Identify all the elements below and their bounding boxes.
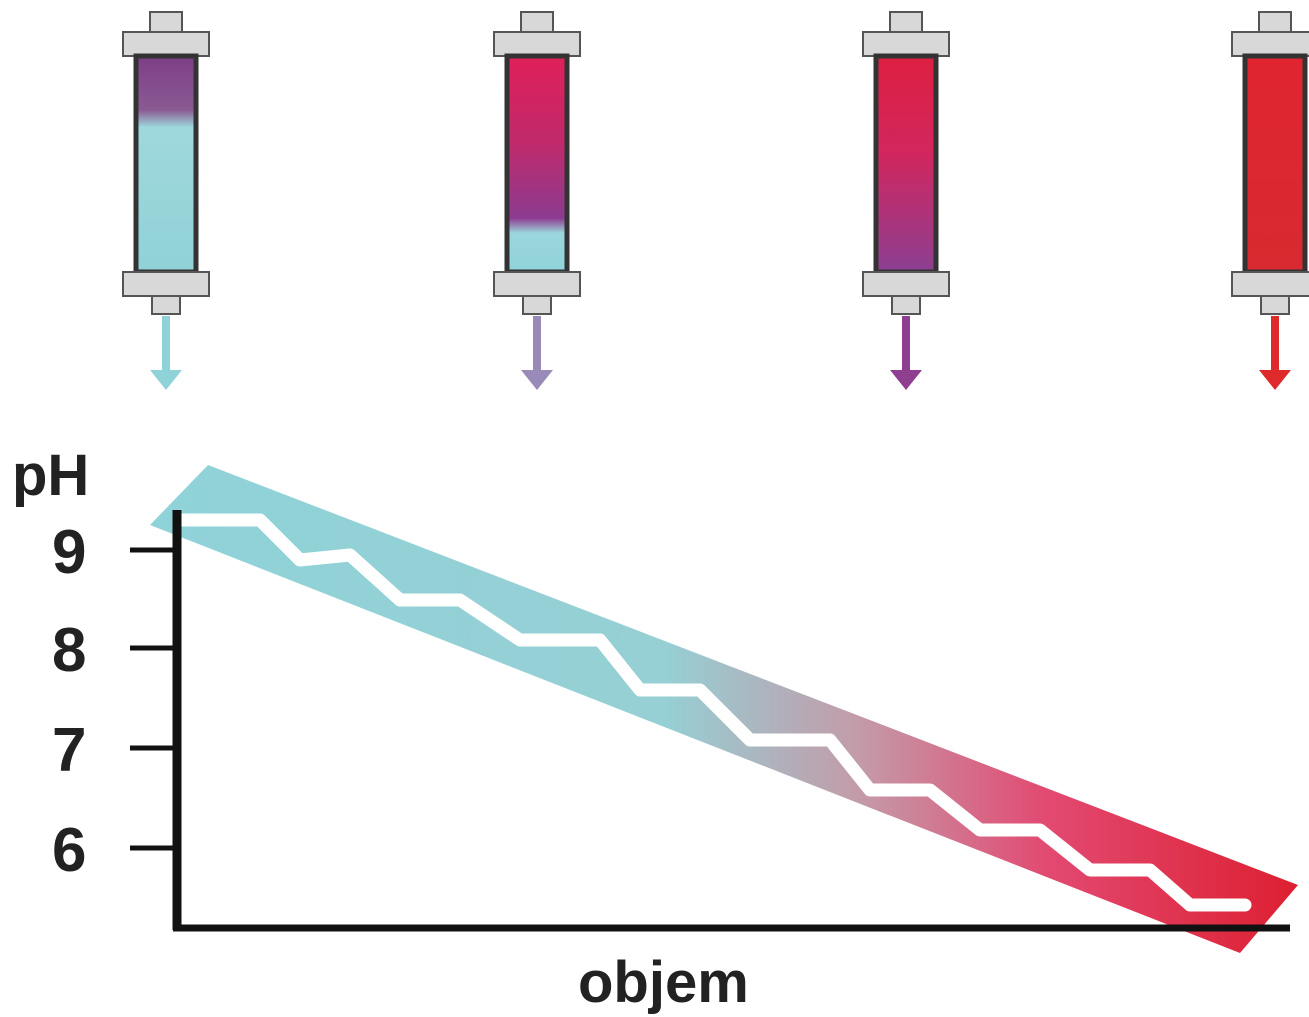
column-tube <box>873 53 939 275</box>
outflow-arrow-icon <box>890 370 922 390</box>
column-top-cap <box>122 31 210 57</box>
column-bottom-nub <box>891 295 921 315</box>
column-bottom-cap <box>122 271 210 297</box>
column-bottom-cap <box>1231 271 1309 297</box>
outflow-arrow-icon <box>521 370 553 390</box>
column-4 <box>1231 11 1309 390</box>
column-bottom-nub <box>522 295 552 315</box>
y-tick-label-6: 6 <box>52 816 86 885</box>
column-top-nub <box>520 11 554 33</box>
column-bottom-nub <box>151 295 181 315</box>
column-tube <box>504 53 570 275</box>
column-1 <box>122 11 210 390</box>
column-top-nub <box>1258 11 1292 33</box>
column-top-nub <box>889 11 923 33</box>
y-tick-label-8: 8 <box>52 616 86 685</box>
column-tube <box>1242 53 1308 275</box>
y-tick-label-7: 7 <box>52 716 86 785</box>
wavy-line <box>173 513 1252 912</box>
column-top-cap <box>493 31 581 57</box>
column-tube <box>133 53 199 275</box>
y-tick-label-9: 9 <box>52 518 86 587</box>
outflow-arrow-shaft <box>1271 316 1279 372</box>
y-axis-label: pH <box>12 443 89 508</box>
column-2 <box>493 11 581 390</box>
column-top-nub <box>149 11 183 33</box>
outflow-arrow-shaft <box>902 316 910 372</box>
column-top-cap <box>862 31 950 57</box>
column-bottom-cap <box>493 271 581 297</box>
column-3 <box>862 11 950 390</box>
ph-chart: 9 8 7 6 pH objem <box>12 443 1298 1015</box>
outflow-arrow-icon <box>1259 370 1291 390</box>
outflow-arrow-shaft <box>162 316 170 372</box>
x-axis-label: objem <box>578 950 749 1015</box>
columns-row <box>122 11 1309 390</box>
column-top-cap <box>1231 31 1309 57</box>
column-bottom-nub <box>1260 295 1290 315</box>
outflow-arrow-shaft <box>533 316 541 372</box>
outflow-arrow-icon <box>150 370 182 390</box>
column-bottom-cap <box>862 271 950 297</box>
